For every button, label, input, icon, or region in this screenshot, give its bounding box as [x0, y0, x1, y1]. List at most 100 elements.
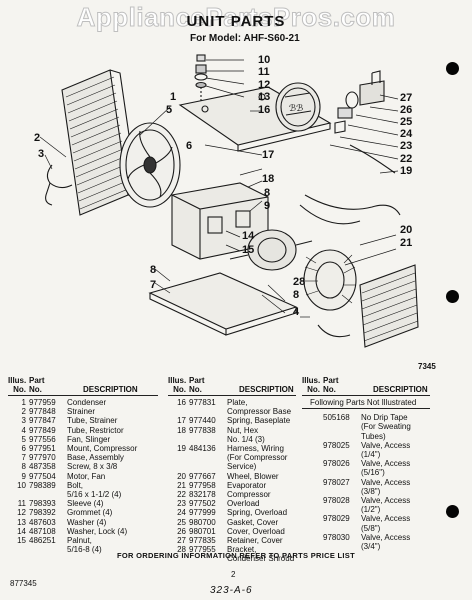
part-number: 977831 [189, 398, 216, 407]
table-row: 5/16 x 1-1/2 (4) [8, 490, 158, 499]
callout-28: 28 [293, 276, 306, 288]
part-description: Evaporator [227, 480, 267, 490]
callout-26: 26 [400, 104, 413, 116]
part-number: 486251 [29, 536, 56, 546]
col-part-no: No. [29, 385, 42, 394]
part-description: Bracket, [227, 545, 257, 555]
col-part: Part [323, 376, 339, 385]
col-part: Part [189, 376, 205, 385]
exploded-parts-diagram: ℬℬ [39, 54, 419, 348]
col-part-no: No. [189, 385, 202, 394]
illus-number: 27 [177, 536, 186, 546]
part-description: Sleeve (4) [67, 499, 104, 509]
part-number: 977951 [29, 444, 56, 454]
col-illus-no: No. [307, 385, 320, 394]
illus-number [302, 459, 323, 468]
table1-header-row-1: Illus. Part [8, 376, 158, 385]
table2-header-row-2: No. No. DESCRIPTION [168, 385, 296, 394]
callout-16: 16 [258, 104, 271, 116]
part-number [323, 524, 361, 533]
part-description: Spring, Baseplate [227, 416, 291, 426]
part-description: Mount, Compressor [67, 444, 138, 454]
part-description: Overload [227, 499, 260, 509]
illus-number: 23 [177, 499, 186, 509]
punch-hole-top [446, 62, 459, 75]
part-number [323, 505, 361, 514]
illus-number: 24 [177, 508, 186, 518]
slinger-fan [119, 122, 181, 208]
part-number: 977838 [189, 425, 216, 435]
not-illustrated-heading: Following Parts Not Illustrated [310, 398, 417, 407]
fan-motor [229, 229, 313, 271]
illus-number: 28 [177, 545, 186, 555]
model-line: For Model: AHF-S60-21 [190, 33, 300, 44]
col-illus: Illus. [302, 376, 321, 385]
part-description: 5/16 x 1-1/2 (4) [67, 490, 122, 500]
col-part: Part [29, 376, 45, 385]
part-description: No Drip Tape [361, 413, 408, 423]
col-illus-no: No. [13, 385, 26, 394]
ordering-note: FOR ORDERING INFORMATION REFER TO PARTS … [117, 551, 355, 560]
part-description: Base, Assembly [67, 453, 124, 463]
part-description: Plate, [227, 398, 248, 407]
illus-number [302, 468, 323, 477]
punch-hole-middle [446, 290, 459, 303]
table-row: (1/2") [302, 505, 430, 514]
illus-number [168, 435, 189, 444]
part-description: 5/16-8 (4) [67, 545, 102, 555]
table-row: Compressor Base [168, 407, 296, 416]
illus-number [302, 514, 323, 523]
illus-number: 7 [21, 453, 26, 463]
base-pan [148, 272, 298, 336]
col-description: DESCRIPTION [83, 385, 138, 394]
part-number: 977959 [29, 398, 56, 407]
illus-number: 18 [177, 425, 186, 435]
part-number [323, 468, 361, 477]
part-number [189, 453, 227, 462]
part-number: 798392 [29, 508, 56, 518]
part-number: 978025 [323, 440, 350, 450]
part-number: 798393 [29, 499, 56, 509]
illus-number [302, 478, 323, 487]
illus-number: 17 [177, 416, 186, 426]
illus-number: 21 [177, 480, 186, 490]
part-number: 484136 [189, 444, 216, 454]
callout-1: 1 [170, 91, 177, 103]
illus-number: 13 [17, 517, 26, 527]
illus-number: 26 [177, 526, 186, 536]
illus-number: 15 [17, 536, 26, 546]
part-number: 487108 [29, 526, 56, 536]
part-number [323, 422, 361, 431]
part-description: Strainer [67, 407, 96, 417]
part-description: Condenser Shroud [227, 554, 295, 564]
table-row: (1/4") [302, 450, 430, 459]
illus-number [168, 453, 189, 462]
part-description: (5/16") [361, 468, 385, 478]
callout-23: 23 [400, 140, 413, 152]
wiring-harness [299, 194, 401, 225]
part-description: Cover, Overload [227, 526, 285, 536]
part-description: Valve, Access [361, 514, 411, 524]
table-row: Tubes) [302, 432, 430, 441]
part-number [29, 490, 67, 499]
part-number: 978028 [323, 496, 350, 506]
part-number: 487358 [29, 462, 56, 472]
callout-18: 18 [262, 173, 275, 185]
